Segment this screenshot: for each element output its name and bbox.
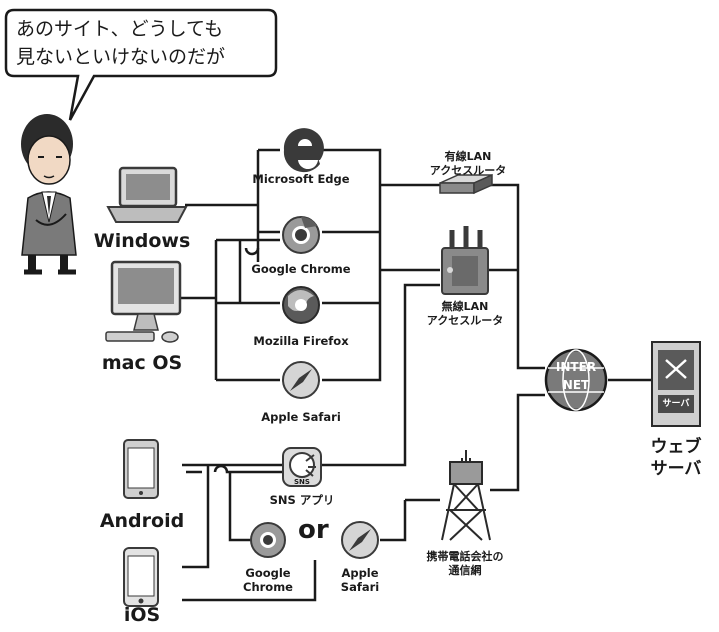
sns-icon-text: SNS xyxy=(294,478,310,486)
android-phone-icon xyxy=(123,439,159,499)
label-wireless-1: 無線LAN xyxy=(441,300,489,313)
line-to-mchrome xyxy=(228,472,252,542)
label-server-2: サーバ xyxy=(650,459,702,479)
iphone-icon xyxy=(123,547,159,607)
speech-line-1: あのサイト、どうしても xyxy=(16,18,224,40)
mobile-chrome-icon xyxy=(250,522,286,558)
line-carrier-internet xyxy=(490,393,545,492)
line-msafari xyxy=(380,500,407,542)
server-tag: サーバ xyxy=(662,399,690,409)
label-macos: mac OS xyxy=(101,352,183,374)
businessman-character xyxy=(21,114,77,275)
laptop-icon xyxy=(106,166,188,223)
line-browser-bus xyxy=(322,148,382,382)
edge-icon xyxy=(283,128,324,173)
label-mobile-chrome-1: Google xyxy=(245,566,291,580)
label-or: or xyxy=(298,515,329,545)
wired-router-icon xyxy=(439,173,493,195)
label-mobile-safari-2: Safari xyxy=(340,580,380,594)
speech-line-2: 見ないといけないのだが xyxy=(16,46,226,68)
chrome-icon xyxy=(282,216,320,254)
label-wireless-2: アクセスルータ xyxy=(426,314,504,327)
label-edge: Microsoft Edge xyxy=(252,172,350,186)
label-mobile-chrome-2: Chrome xyxy=(243,580,293,594)
label-windows: Windows xyxy=(93,230,191,252)
internet-text-1: INTER xyxy=(555,360,597,374)
line-ios-safari xyxy=(182,560,317,602)
line-mac-branches xyxy=(216,238,280,382)
line-hop-2 xyxy=(213,464,282,474)
firefox-icon xyxy=(282,286,320,324)
line-windows-branches xyxy=(258,148,280,234)
label-wired-1: 有線LAN xyxy=(444,150,492,163)
wireless-router-icon xyxy=(441,226,489,295)
label-carrier-2: 通信網 xyxy=(448,564,482,577)
label-wired-2: アクセスルータ xyxy=(429,164,507,177)
cell-tower-icon xyxy=(441,450,491,541)
label-sns: SNS アプリ xyxy=(269,493,335,507)
label-firefox: Mozilla Firefox xyxy=(253,334,349,348)
label-server-1: ウェブ xyxy=(650,437,702,457)
line-hop-1 xyxy=(244,247,260,256)
line-browser-stubs xyxy=(322,230,380,305)
mobile-safari-icon xyxy=(341,521,379,559)
speech-bubble xyxy=(4,8,278,121)
label-safari: Apple Safari xyxy=(261,410,341,424)
line-wired-internet xyxy=(490,183,545,370)
connection-lines xyxy=(180,148,652,602)
label-mobile-safari-1: Apple xyxy=(341,566,379,580)
line-sns-wireless xyxy=(322,283,440,467)
safari-icon xyxy=(282,361,320,399)
web-server-icon xyxy=(651,341,701,427)
label-carrier-1: 携帯電話会社の xyxy=(426,550,504,563)
label-android: Android xyxy=(99,510,185,532)
label-chrome: Google Chrome xyxy=(251,262,351,276)
internet-text-2: NET xyxy=(562,378,590,392)
label-ios: iOS xyxy=(123,604,161,626)
sns-app-icon xyxy=(282,447,322,487)
internet-globe-icon xyxy=(544,348,608,412)
line-ios-chrome xyxy=(182,465,210,569)
desktop-computer-icon xyxy=(105,260,182,343)
